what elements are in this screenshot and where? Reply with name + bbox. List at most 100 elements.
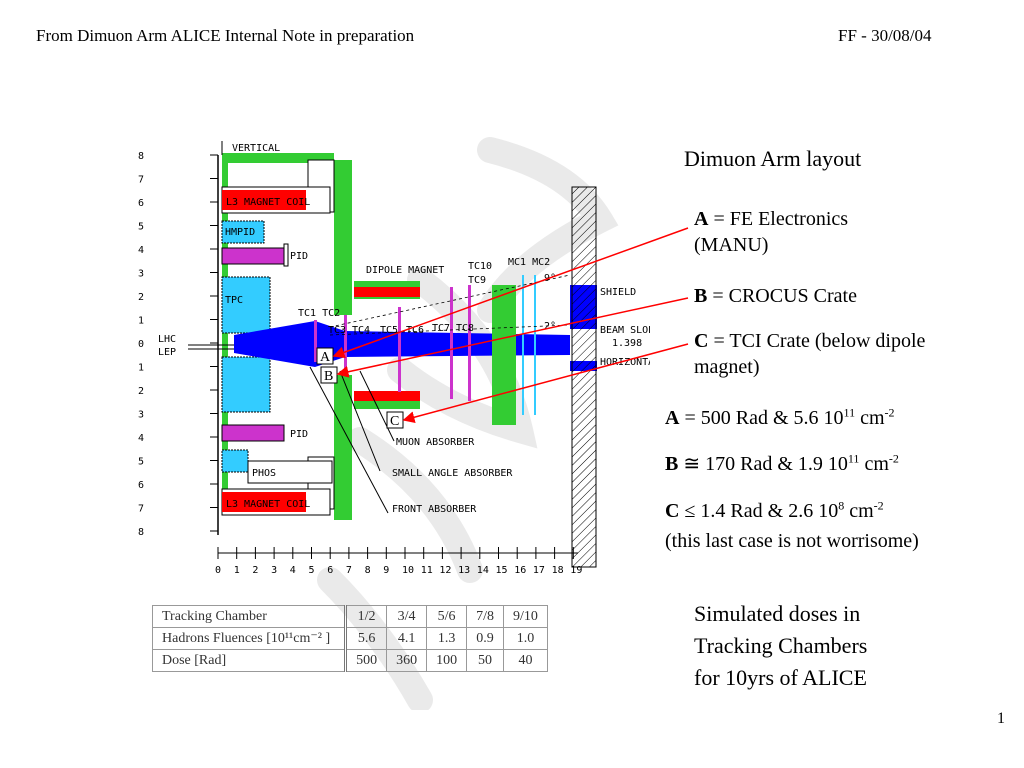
tc5-label: TC5	[380, 325, 398, 336]
table-row-header: Dose [Rad]	[151, 649, 348, 672]
arrow-c	[402, 343, 689, 424]
table-cell: 1/2	[345, 605, 388, 628]
y-tick-label: 4	[138, 433, 144, 444]
dipole-red-bottom	[354, 391, 420, 401]
x-tick-label: 8	[365, 565, 371, 576]
phos-label: PHOS	[252, 468, 276, 479]
table-row-header: Tracking Chamber	[151, 605, 348, 628]
caption-line2: Tracking Chambers	[694, 633, 868, 658]
dose-b-value: ≅ 170 Rad & 1.9 10	[683, 453, 848, 475]
table-cell: 0.9	[466, 627, 504, 650]
hmpid-block	[221, 220, 265, 244]
tc4-label: TC4	[352, 325, 370, 336]
arrow-a	[332, 227, 689, 359]
dipole-label: DIPOLE MAGNET	[366, 265, 444, 276]
front-absorber-label: FRONT ABSORBER	[392, 504, 477, 515]
table-cell: 50	[466, 649, 504, 672]
y-tick-label: 6	[138, 480, 144, 491]
header-right: FF - 30/08/04	[838, 26, 932, 45]
muon-absorber-label: MUON ABSORBER	[396, 437, 475, 448]
tc8-label: TC8	[456, 323, 474, 334]
x-tick-label: 16	[514, 565, 526, 576]
x-tick-label: 15	[496, 565, 508, 576]
tc3	[344, 315, 347, 370]
shield-wall	[571, 186, 597, 568]
dose-b: B ≅ 170 Rad & 1.9 1011 cm-2	[665, 451, 899, 477]
lep-label: LEP	[158, 347, 176, 358]
dose-a: A = 500 Rad & 5.6 1011 cm-2	[665, 405, 895, 431]
x-tick-label: 9	[383, 565, 389, 576]
y-tick-label: 1	[138, 316, 144, 327]
pid-bottom-label: PID	[290, 429, 308, 440]
dose-b-key: B	[665, 453, 679, 475]
box-a-label: A	[320, 350, 331, 365]
legend-b-key: B	[694, 285, 708, 307]
beam-slope-label: BEAM SLOPE	[600, 325, 650, 336]
muon-filter	[492, 285, 516, 425]
x-tick-label: 0	[215, 565, 221, 576]
dose-a-key: A	[665, 407, 680, 429]
dose-a-unit: cm	[855, 407, 885, 429]
pid-bottom-block	[221, 424, 285, 442]
legend-b-text: = CROCUS Crate	[712, 285, 857, 307]
x-tick-label: 12	[439, 565, 451, 576]
table-cell: 40	[503, 649, 548, 672]
small-angle-absorber-label: SMALL ANGLE ABSORBER	[392, 468, 513, 479]
dose-c-value: ≤ 1.4 Rad & 2.6 10	[684, 500, 839, 522]
y-tick-label: 8	[138, 151, 144, 162]
dose-c-unit: cm	[844, 500, 874, 522]
dose-c-key: C	[665, 500, 680, 522]
legend-c: C = TCI Crate (below dipole magnet)	[694, 328, 934, 380]
l3-coil-top-label: L3 MAGNET COIL	[226, 197, 310, 208]
y-tick-label: 5	[138, 457, 144, 468]
pid-top-cap	[283, 243, 289, 267]
legend-b: B = CROCUS Crate	[694, 283, 857, 309]
box-c-label: C	[390, 414, 399, 429]
shield-label: SHIELD	[600, 287, 636, 298]
x-tick-label: 4	[290, 565, 296, 576]
table-cell: 7/8	[466, 605, 504, 628]
tc5	[398, 307, 401, 392]
y-tick-label: 7	[138, 175, 144, 186]
x-tick-label: 6	[327, 565, 333, 576]
tc3-label: TC3	[328, 325, 346, 336]
layout-title: Dimuon Arm layout	[684, 146, 862, 171]
front-abs-leader	[309, 366, 389, 514]
mc1mc2-label: MC1 MC2	[508, 257, 550, 268]
deg2-label: 2°	[544, 321, 556, 332]
dose-b-unit-exp: -2	[888, 451, 899, 466]
legend-a: A = FE Electronics (MANU)	[694, 206, 914, 258]
tpc-top-block	[221, 276, 271, 334]
dose-a-value: = 500 Rad & 5.6 10	[684, 407, 844, 429]
dose-c-unit-exp: -2	[873, 498, 884, 513]
tc7-label: TC7	[432, 323, 450, 334]
table-cell: 500	[345, 649, 388, 672]
x-tick-label: 13	[458, 565, 470, 576]
tc6-label: TC6	[406, 325, 424, 336]
y-tick-label: 5	[138, 222, 144, 233]
x-tick-label: 2	[252, 565, 258, 576]
table-cell: 1.0	[503, 627, 548, 650]
x-tick-label: 7	[346, 565, 352, 576]
dose-b-exp: 11	[847, 451, 860, 466]
table-row-header: Hadrons Fluences [10¹¹cm⁻² ]	[151, 627, 348, 650]
dose-c-note: (this last case is not worrisome)	[665, 530, 919, 552]
legend-a-key: A	[694, 208, 709, 230]
l3-frame-top	[222, 153, 334, 163]
y-tick-label: 7	[138, 504, 144, 515]
x-tick-label: 14	[477, 565, 489, 576]
tc1tc2-label: TC1 TC2	[298, 308, 340, 319]
dipole-red-top	[354, 287, 420, 297]
dose-a-exp: 11	[843, 405, 856, 420]
arrow-b	[336, 297, 689, 378]
lhc-label: LHC	[158, 334, 176, 345]
mc2	[534, 275, 536, 415]
horizontal-label: HORIZONTAL	[600, 357, 650, 368]
box-b-label: B	[324, 369, 333, 384]
acceptance-2deg	[329, 324, 571, 336]
x-tick-label: 17	[533, 565, 545, 576]
caption: Simulated doses in Tracking Chambers for…	[694, 598, 867, 694]
